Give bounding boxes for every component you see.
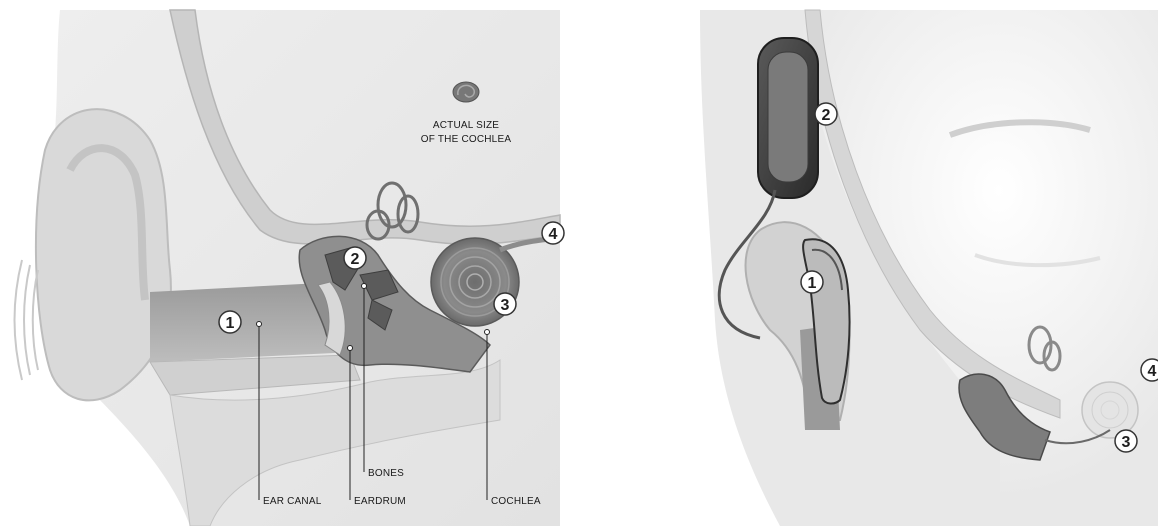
- svg-text:4: 4: [1148, 363, 1157, 380]
- inset-caption-line1: ACTUAL SIZE: [433, 120, 499, 131]
- callout-2-right: 2: [815, 103, 837, 125]
- callout-1-right: 1: [801, 271, 823, 293]
- label-eardrum: EARDRUM: [354, 496, 406, 507]
- label-ear-canal: EAR CANAL: [263, 496, 322, 507]
- label-cochlea: COCHLEA: [491, 496, 541, 507]
- callout-2-left: 2: [344, 247, 366, 269]
- cochlea-right: [1082, 382, 1138, 438]
- svg-text:2: 2: [351, 251, 360, 268]
- svg-text:3: 3: [1122, 434, 1131, 451]
- svg-text:1: 1: [226, 315, 235, 332]
- svg-text:1: 1: [808, 275, 817, 292]
- left-panel: ACTUAL SIZE OF THE COCHLEA 1 2 3 4 EA: [15, 10, 565, 526]
- right-panel: 1 2 3 4: [700, 10, 1158, 526]
- inset-caption-line2: OF THE COCHLEA: [421, 134, 512, 145]
- callout-1-left: 1: [219, 311, 241, 333]
- sound-waves: [15, 260, 39, 380]
- svg-text:4: 4: [549, 226, 558, 243]
- svg-text:2: 2: [822, 107, 831, 124]
- callout-3-right: 3: [1115, 430, 1137, 452]
- label-bones: BONES: [368, 468, 404, 479]
- svg-text:3: 3: [501, 297, 510, 314]
- callout-4-left: 4: [542, 222, 564, 244]
- callout-4-right: 4: [1141, 359, 1158, 381]
- callout-3-left: 3: [494, 293, 516, 315]
